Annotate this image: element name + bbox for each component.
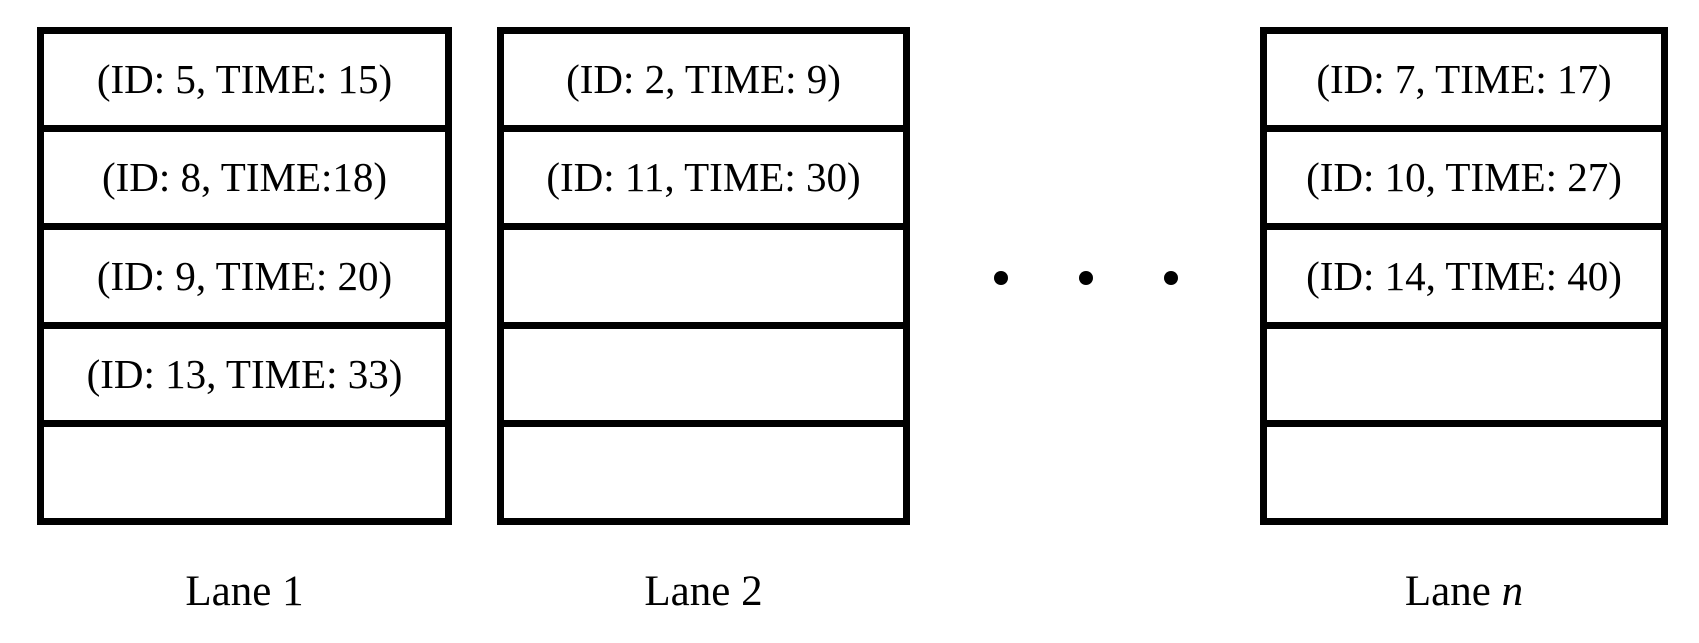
lane-1-slot-3: (ID: 13, TIME: 33) (44, 321, 445, 420)
lane-2-box: (ID: 2, TIME: 9) (ID: 11, TIME: 30) (497, 27, 910, 525)
lane-1-box: (ID: 5, TIME: 15) (ID: 8, TIME:18) (ID: … (37, 27, 452, 525)
lane-2-slot-0: (ID: 2, TIME: 9) (504, 34, 903, 126)
lane-n-slot-1: (ID: 10, TIME: 27) (1267, 125, 1661, 224)
lane-1-label: Lane 1 (37, 570, 452, 613)
lane-1-label-prefix: Lane (185, 568, 283, 615)
lane-n-slot-3 (1267, 321, 1661, 420)
lane-2-slot-1: (ID: 11, TIME: 30) (504, 125, 903, 224)
lane-2-slot-2 (504, 223, 903, 322)
lane-1-slot-0: (ID: 5, TIME: 15) (44, 34, 445, 126)
lane-n-box: (ID: 7, TIME: 17) (ID: 10, TIME: 27) (ID… (1260, 27, 1668, 525)
lane-1-label-suffix: 1 (282, 568, 304, 615)
lane-2-slot-3 (504, 321, 903, 420)
lane-n-label-suffix: n (1501, 568, 1524, 615)
lane-n-slot-2: (ID: 14, TIME: 40) (1267, 223, 1661, 322)
lane-2-label-prefix: Lane (644, 568, 742, 615)
lane-n-slot-4 (1267, 419, 1661, 519)
ellipsis-dot-icon (1079, 271, 1093, 285)
ellipsis-dot-icon (994, 271, 1008, 285)
lane-n-slot-0: (ID: 7, TIME: 17) (1267, 34, 1661, 126)
lane-1-slot-4 (44, 419, 445, 519)
lane-1-slot-2: (ID: 9, TIME: 20) (44, 223, 445, 322)
ellipsis-dots (994, 271, 1178, 285)
lane-n-label-prefix: Lane (1404, 568, 1502, 615)
lane-2-slot-4 (504, 419, 903, 519)
lane-2-label-suffix: 2 (741, 568, 763, 615)
lane-2-label: Lane 2 (497, 570, 910, 613)
ellipsis-dot-icon (1164, 271, 1178, 285)
lane-1-slot-1: (ID: 8, TIME:18) (44, 125, 445, 224)
lane-n-label: Lane n (1260, 570, 1668, 613)
